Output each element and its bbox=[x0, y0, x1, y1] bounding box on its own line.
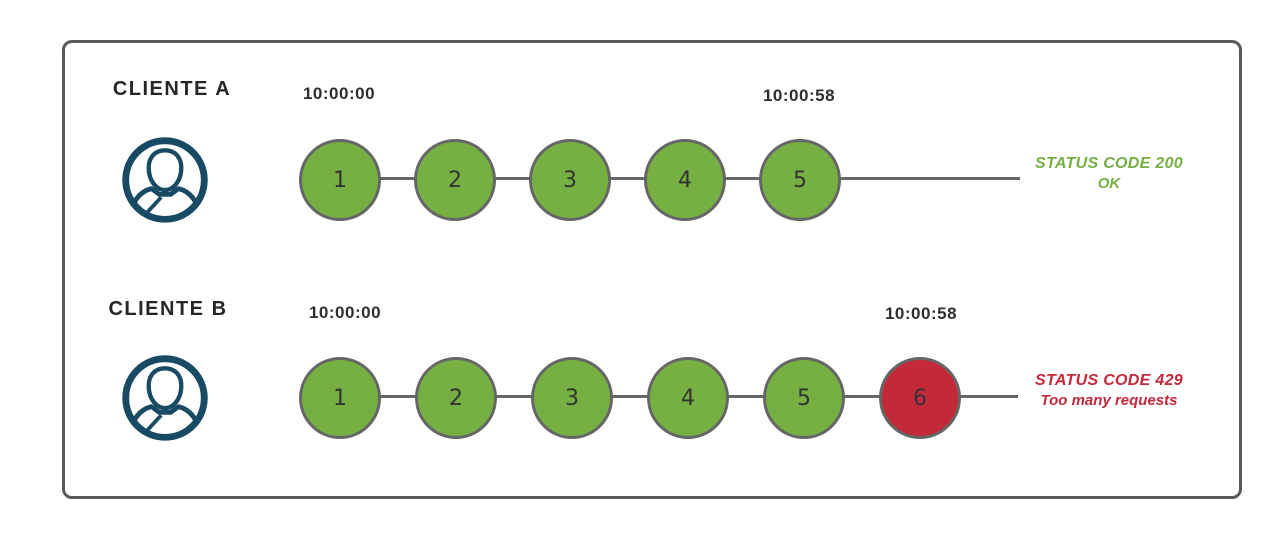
request-node: 5 bbox=[763, 357, 845, 439]
request-number: 4 bbox=[681, 385, 695, 411]
diagram-frame bbox=[62, 40, 1242, 499]
request-number: 2 bbox=[449, 385, 463, 411]
status-code-text: STATUS CODE 200 bbox=[1035, 155, 1183, 172]
client-a-label: CLIENTE A bbox=[112, 78, 232, 100]
timestamp-end-a: 10:00:58 bbox=[762, 86, 836, 105]
timestamp-start-b: 10:00:00 bbox=[308, 303, 382, 322]
request-number: 6 bbox=[913, 385, 927, 411]
request-node: 1 bbox=[299, 139, 381, 221]
user-avatar-icon bbox=[122, 137, 208, 223]
request-number: 1 bbox=[333, 167, 347, 193]
request-number: 3 bbox=[563, 167, 577, 193]
request-node: 3 bbox=[529, 139, 611, 221]
request-node: 4 bbox=[647, 357, 729, 439]
status-result-a: STATUS CODE 200 OK bbox=[1024, 154, 1194, 193]
user-avatar-icon bbox=[122, 355, 208, 441]
request-number: 5 bbox=[793, 167, 807, 193]
status-result-b: STATUS CODE 429 Too many requests bbox=[1024, 371, 1194, 410]
status-code-text: STATUS CODE 429 bbox=[1035, 372, 1183, 389]
request-node: 1 bbox=[299, 357, 381, 439]
status-message-text: OK bbox=[1097, 175, 1121, 192]
request-node: 2 bbox=[415, 357, 497, 439]
request-number: 3 bbox=[565, 385, 579, 411]
status-message-text: Too many requests bbox=[1040, 392, 1178, 409]
request-number: 2 bbox=[448, 167, 462, 193]
timestamp-start-a: 10:00:00 bbox=[302, 84, 376, 103]
timestamp-end-b: 10:00:58 bbox=[884, 304, 958, 323]
request-number: 4 bbox=[678, 167, 692, 193]
request-node: 4 bbox=[644, 139, 726, 221]
request-node: 2 bbox=[414, 139, 496, 221]
request-node-rejected: 6 bbox=[879, 357, 961, 439]
request-node: 5 bbox=[759, 139, 841, 221]
request-node: 3 bbox=[531, 357, 613, 439]
request-number: 1 bbox=[333, 385, 347, 411]
client-b-label: CLIENTE B bbox=[108, 298, 228, 320]
request-number: 5 bbox=[797, 385, 811, 411]
